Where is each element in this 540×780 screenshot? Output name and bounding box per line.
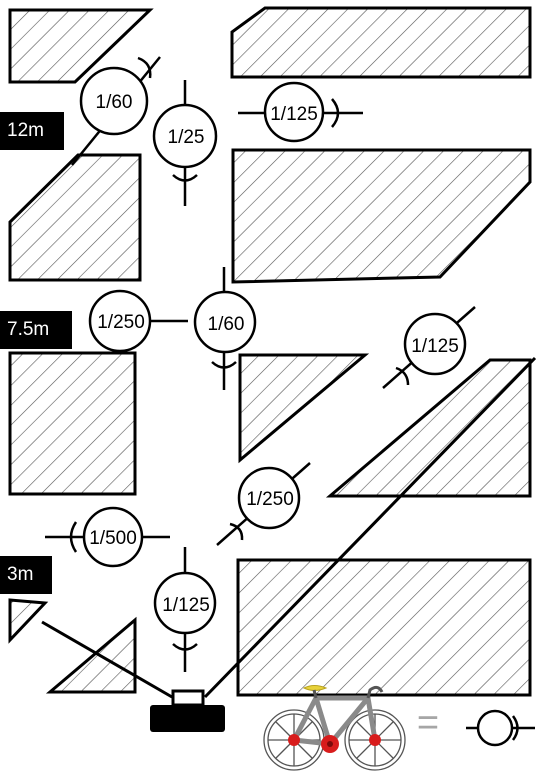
camera-marker[interactable]: 1/125 (382, 306, 476, 389)
block-upper-right (231, 148, 532, 284)
camera-marker[interactable]: 1/25 (152, 80, 218, 206)
building-blocks (8, 6, 532, 697)
shutter-label: 1/125 (411, 336, 459, 357)
shutter-label: 1/250 (246, 489, 294, 510)
distance-label-12m: 12m (0, 112, 64, 150)
camera-marker[interactable]: 1/500 (45, 506, 170, 568)
camera-marker[interactable]: 1/125 (238, 81, 363, 143)
camera-marker[interactable]: 1/60 (71, 56, 161, 166)
road-lines (41, 356, 537, 699)
sight-line-right (203, 356, 537, 699)
camera-marker[interactable]: 1/60 (193, 267, 257, 390)
camera-body-icon (150, 689, 225, 732)
shutter-label: 1/60 (96, 92, 133, 113)
block-mid-right (325, 358, 532, 498)
equals-sign: = (417, 702, 439, 744)
block-bottom-left-small (45, 616, 137, 694)
block-bottom-left-corner (8, 598, 49, 644)
block-bottom-right (236, 558, 532, 697)
camera-symbol-icon (466, 709, 535, 747)
distance-label-7-5m: 7.5m (0, 311, 72, 349)
block-upper-left (8, 153, 142, 282)
block-mid-triangle (238, 353, 370, 464)
camera-marker[interactable]: 1/250 (88, 289, 188, 353)
camera-marker[interactable]: 1/250 (216, 462, 311, 546)
shutter-label: 1/250 (97, 312, 145, 333)
block-top-left (8, 8, 154, 84)
sight-line-left (41, 620, 173, 699)
block-top-right (230, 6, 532, 79)
distance-label-3m: 3m (0, 556, 52, 594)
shutter-label: 1/125 (162, 595, 210, 616)
shutter-label: 1/125 (270, 104, 318, 125)
camera-marker[interactable]: 1/125 (153, 547, 217, 672)
cameras: 1/60 1/25 1/125 1/250 1/60 (45, 56, 476, 672)
bicycle-icon (263, 685, 406, 771)
shutter-label: 1/25 (168, 127, 205, 148)
shutter-label: 1/500 (89, 528, 137, 549)
shutter-label: 1/60 (208, 314, 245, 335)
legend: = (263, 685, 535, 771)
block-mid-left (8, 351, 137, 496)
